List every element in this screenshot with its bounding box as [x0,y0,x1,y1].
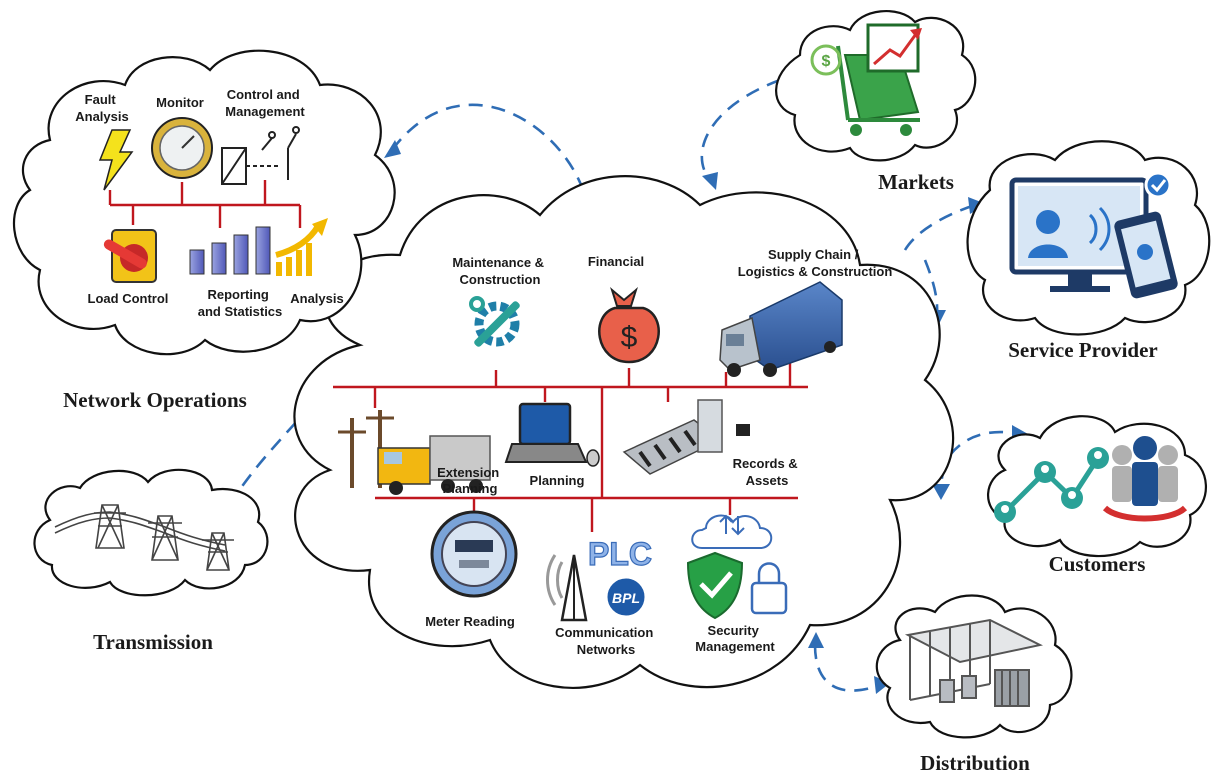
gear-wrench-icon [469,296,520,347]
planning-label: Planning [530,473,585,488]
records-assets-label: Records & Assets [733,456,802,488]
svg-text:BPL: BPL [612,590,640,606]
enterprise-cloud: Maintenance & Construction Financial $ S… [293,175,955,689]
svg-text:PLC: PLC [588,536,652,572]
analysis-label: Analysis [290,291,343,306]
electric-meter-icon [430,510,518,598]
distribution-cloud: Distribution [875,594,1073,775]
shopping-cart-icon: $ [810,23,922,136]
distribution-cloud-outline [875,594,1073,739]
transmission-tower-icon [54,504,234,571]
distribution-title: Distribution [920,751,1030,775]
arrowhead-icon [932,484,950,500]
connector-netops-enterprise [390,103,587,196]
meter-reading-label: Meter Reading [425,614,515,629]
control-management-label: Control and Management [225,87,305,119]
supply-chain-label: Supply Chain / Logistics & Construction [738,247,893,279]
service-provider-cloud: Service Provider [966,140,1211,362]
netops-bus [108,180,302,228]
customers-title: Customers [1049,552,1146,576]
connector-enterprise-distribution [813,644,881,692]
network-operations-cloud-outline [12,49,396,356]
transmission-cloud-outline [33,468,269,597]
growth-chart-icon [275,218,328,276]
enterprise-bus [333,362,808,532]
relay-switch-icon [221,126,300,185]
plc-bpl-icon: PLC BPL [546,535,653,622]
rotary-switch-icon [103,229,157,283]
svg-text:$: $ [621,321,638,354]
security-management-label: Security Management [695,623,775,654]
monitor-label: Monitor [156,95,204,110]
money-bag-icon: $ [598,287,660,364]
network-operations-title: Network Operations [63,388,247,412]
truck-icon [719,281,843,377]
markets-cloud: $ Markets [775,10,977,194]
video-call-icon [1009,171,1178,299]
fault-analysis-label: Fault Analysis [75,92,128,124]
service-provider-title: Service Provider [1008,338,1157,362]
reporting-statistics-label: Reporting and Statistics [198,287,283,319]
communication-networks-label: Communication Networks [555,625,657,657]
gauge-icon [151,117,213,179]
markets-title: Markets [878,170,954,194]
arrowhead-icon [808,632,824,648]
lightning-bolt-icon [98,129,134,191]
customers-cloud: Customers [987,415,1207,576]
utility-truck-icon [338,410,491,495]
arrowhead-icon [384,140,401,158]
maintenance-label: Maintenance & Construction [452,255,547,287]
svg-text:$: $ [822,53,831,70]
arrowhead-icon [702,172,718,190]
server-rack-icon [622,399,750,475]
connector-enterprise-service [903,203,976,251]
substation-icon [904,618,1044,707]
transmission-cloud: Transmission [33,468,269,654]
network-operations-cloud: Fault Analysis Monitor Control and Manag… [12,49,396,412]
customer-network-icon [994,436,1188,523]
laptop-icon [504,402,600,467]
bar-chart-icon [189,226,271,275]
load-control-label: Load Control [88,291,169,306]
connector-markets-enterprise [700,78,781,183]
financial-label: Financial [588,254,644,269]
extension-planning-label: Extension Planning [437,465,503,496]
transmission-title: Transmission [93,630,213,654]
security-shield-icon [686,514,788,620]
arrowhead-icon [874,676,890,694]
